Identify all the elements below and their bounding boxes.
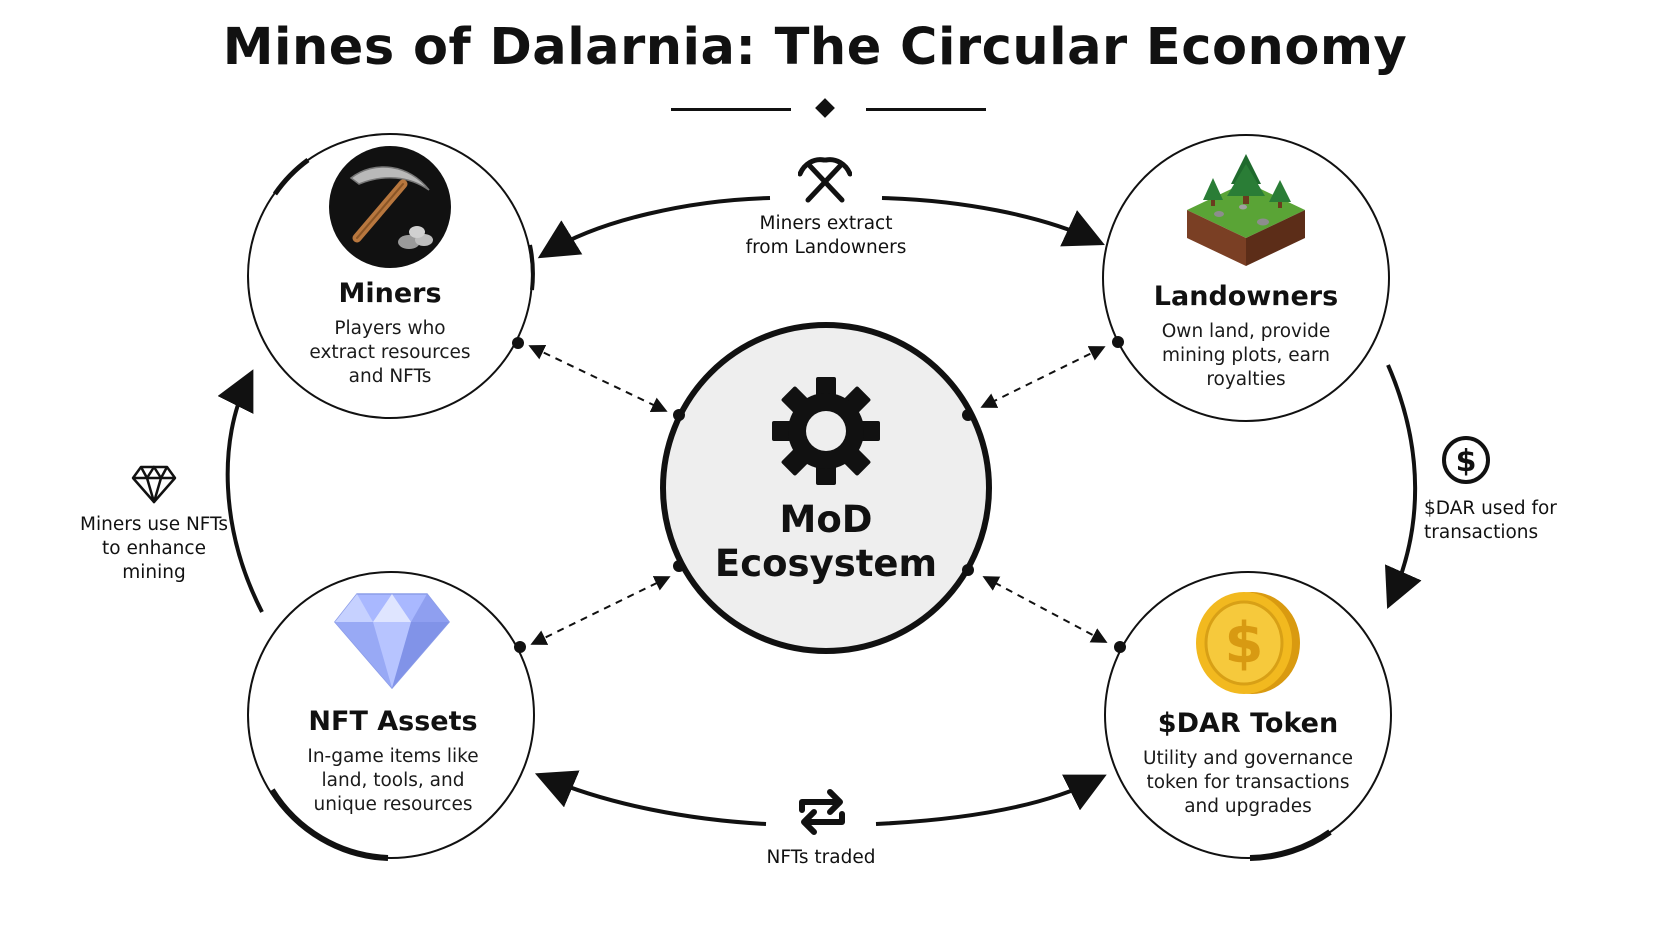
node-dar-token-desc-line: and upgrades — [1184, 796, 1312, 817]
arrow-top-right — [881, 196, 1105, 247]
pickaxe-icon — [329, 146, 451, 268]
dar-token-circle — [1104, 571, 1392, 861]
flow-label-left-line: to enhance — [102, 538, 206, 559]
node-miners-title: Miners — [338, 278, 442, 309]
node-landowners-title: Landowners — [1153, 281, 1339, 312]
nft-assets-circle — [247, 571, 535, 861]
flow-label-right-line: $DAR used for — [1424, 498, 1557, 519]
crossed-pickaxes-icon — [798, 157, 852, 203]
miners-circle — [247, 133, 535, 419]
svg-text:$: $ — [1456, 444, 1477, 479]
node-landowners: Landowners Own land, provide mining plot… — [1101, 281, 1391, 392]
flow-label-left: Miners use NFTs to enhance mining — [54, 513, 254, 585]
node-dar-token-title: $DAR Token — [1157, 708, 1339, 739]
flow-label-right: $DAR used for transactions — [1424, 497, 1614, 545]
dollar-circle-icon: $ — [1442, 436, 1490, 484]
node-nft-assets-title: NFT Assets — [308, 706, 478, 737]
gear-icon — [772, 377, 880, 485]
node-landowners-desc-line: royalties — [1206, 369, 1286, 390]
flow-label-top-line: Miners extract — [759, 213, 893, 234]
dashed-link-landowners — [980, 346, 1106, 408]
arrow-right — [1384, 364, 1422, 609]
node-dar-token-desc-line: Utility and governance — [1143, 748, 1353, 769]
node-landowners-description: Own land, provide mining plots, earn roy… — [1101, 320, 1391, 392]
flow-label-bottom-line: NFTs traded — [766, 847, 876, 868]
flow-label-bottom: NFTs traded — [716, 846, 926, 870]
node-dar-token-description: Utility and governance token for transac… — [1103, 747, 1393, 819]
connector-dots — [512, 336, 1126, 653]
swap-arrows-icon — [799, 789, 845, 835]
node-dar-token: $DAR Token Utility and governance token … — [1103, 708, 1393, 819]
node-landowners-desc-line: Own land, provide — [1161, 321, 1331, 342]
node-nft-assets-description: In-game items like land, tools, and uniq… — [248, 745, 538, 817]
node-nft-assets-desc-line: unique resources — [313, 794, 473, 815]
title-rule-right — [866, 108, 986, 111]
flow-label-top-line: from Landowners — [745, 237, 907, 258]
diamond-outline-icon — [131, 465, 177, 504]
dashed-link-nft-assets — [530, 576, 671, 645]
svg-text:$: $ — [1225, 611, 1264, 676]
node-miners: Miners Players who extract resources and… — [245, 278, 535, 389]
arrow-top-left — [537, 196, 771, 259]
dashed-link-miners — [528, 344, 668, 413]
node-nft-assets: NFT Assets In-game items like land, tool… — [248, 706, 538, 817]
arrow-bottom-right — [875, 774, 1107, 826]
gold-coin-icon: $ — [1196, 592, 1300, 694]
flow-label-right-line: transactions — [1424, 522, 1539, 543]
node-nft-assets-desc-line: In-game items like — [307, 746, 479, 767]
dashed-link-dar-token — [982, 576, 1108, 643]
center-label-line2: Ecosystem — [714, 542, 938, 585]
diamond-gem-icon — [334, 593, 450, 690]
node-dar-token-desc-line: token for transactions — [1146, 772, 1350, 793]
node-miners-desc-line: and NFTs — [348, 366, 432, 387]
node-miners-desc-line: extract resources — [309, 342, 471, 363]
title-rule-left — [671, 108, 791, 111]
node-miners-description: Players who extract resources and NFTs — [245, 317, 535, 389]
flow-label-left-line: Miners use NFTs — [80, 514, 228, 535]
flow-label-left-line: mining — [122, 562, 186, 583]
arrow-bottom-left — [534, 770, 767, 826]
flow-label-top: Miners extract from Landowners — [716, 212, 936, 260]
node-nft-assets-desc-line: land, tools, and — [321, 770, 465, 791]
node-miners-desc-line: Players who — [334, 318, 446, 339]
page-title: Mines of Dalarnia: The Circular Economy — [222, 18, 1408, 77]
landowners-circle — [1102, 134, 1390, 422]
center-label-line1: MoD — [779, 498, 873, 541]
center-label: MoD Ecosystem — [696, 498, 956, 586]
node-landowners-desc-line: mining plots, earn — [1162, 345, 1330, 366]
land-plot-icon — [1187, 154, 1305, 266]
arrow-left — [217, 369, 264, 613]
center-circle — [660, 322, 992, 654]
